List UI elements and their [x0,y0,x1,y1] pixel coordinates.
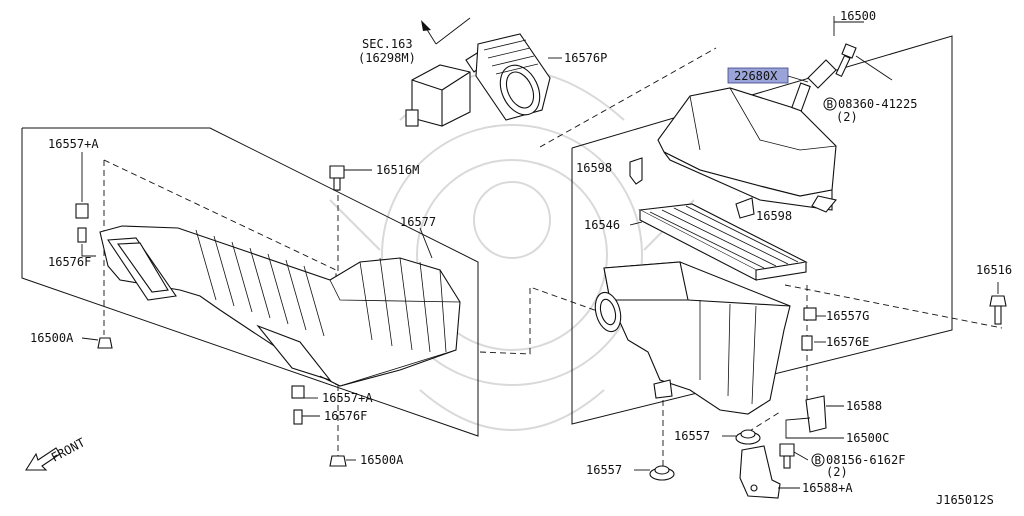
label-sec-sub: (16298M) [358,51,416,65]
label-16588: 16588 [846,399,882,413]
bracket-16588 [805,395,827,433]
air-duct-group-frame [21,127,479,437]
label-16557-lower: 16557 [586,463,622,477]
grommet-16557-lower [649,465,675,481]
leader-08360 [855,55,893,81]
drawing-id: J165012S [936,493,994,507]
svg-text:B: B [815,454,822,467]
bolt-mark-08360: B [823,97,837,111]
label-16500A-bot: 16500A [360,453,404,467]
bolt-16516 [989,295,1007,325]
clip-16598-upper [629,157,643,185]
grommet-16557A-bot [291,385,305,399]
label-16576P: 16576P [564,51,607,65]
label-16576F-bot: 16576F [324,409,367,423]
label-16500: 16500 [840,9,876,23]
label-16576E: 16576E [826,335,869,349]
leader-16577 [419,227,433,259]
air-temp-sensor [727,59,837,112]
clip-16500A-bot [329,455,347,467]
svg-text:B: B [827,98,834,111]
pin-16576F-left [77,227,87,243]
label-front: FRONT [49,435,87,464]
label-16577: 16577 [400,215,436,229]
label-16557A-top: 16557+A [48,137,99,151]
label-sec: SEC.163 [362,37,413,51]
label-16588A: 16588+A [802,481,853,495]
grommet-16557-upper [735,429,761,445]
leader-16576F-left [81,244,96,257]
grommet-16557A-top [75,203,89,219]
label-22680X: 22680X [734,69,778,83]
highlight-22680X [727,67,789,84]
front-arrow-icon [25,447,61,471]
label-16516: 16516 [976,263,1012,277]
leader-08156 [793,451,809,461]
air-flow-meter [405,49,491,127]
leader-16500A-left [81,337,99,341]
leader-16500C [785,417,844,439]
label-16598-upper: 16598 [576,161,612,175]
air-filter-element [638,203,808,281]
watermark-emblem [329,69,695,431]
label-08360-qty: (2) [836,110,858,124]
arrow-up-icon [421,20,431,31]
bolt-08360 [835,43,857,78]
resonator-duct [99,225,461,387]
bracket-16588A [739,445,781,499]
air-cleaner-upper-cover [657,87,838,213]
bolt-mark-08156: B [811,453,825,467]
rubber-duct [475,33,551,121]
leader-16500 [833,16,864,36]
label-08360: 08360-41225 [838,97,917,111]
label-16557-upper: 16557 [674,429,710,443]
label-16500A-left: 16500A [30,331,74,345]
air-cleaner-lower-case [594,261,791,415]
leader-16546 [629,221,643,226]
label-16516M: 16516M [376,163,419,177]
label-08156-qty: (2) [826,465,848,479]
clip-16500A-left [97,337,113,349]
grommet-16557G [803,307,817,321]
label-16546: 16546 [584,218,620,232]
sec-leader [435,17,471,45]
label-16598-lower: 16598 [756,209,792,223]
label-08156: 08156-6162F [826,453,905,467]
label-16576F-left: 16576F [48,255,91,269]
pin-16576F-bot [293,409,303,425]
flow-arrow-line [425,27,437,45]
label-16500C: 16500C [846,431,889,445]
pin-16576E [801,335,813,351]
label-16557G: 16557G [826,309,869,323]
clip-16598-lower [735,197,755,219]
label-16557A-bot: 16557+A [322,391,373,405]
bolt-08156 [779,443,795,469]
bolt-16516M [329,165,345,191]
